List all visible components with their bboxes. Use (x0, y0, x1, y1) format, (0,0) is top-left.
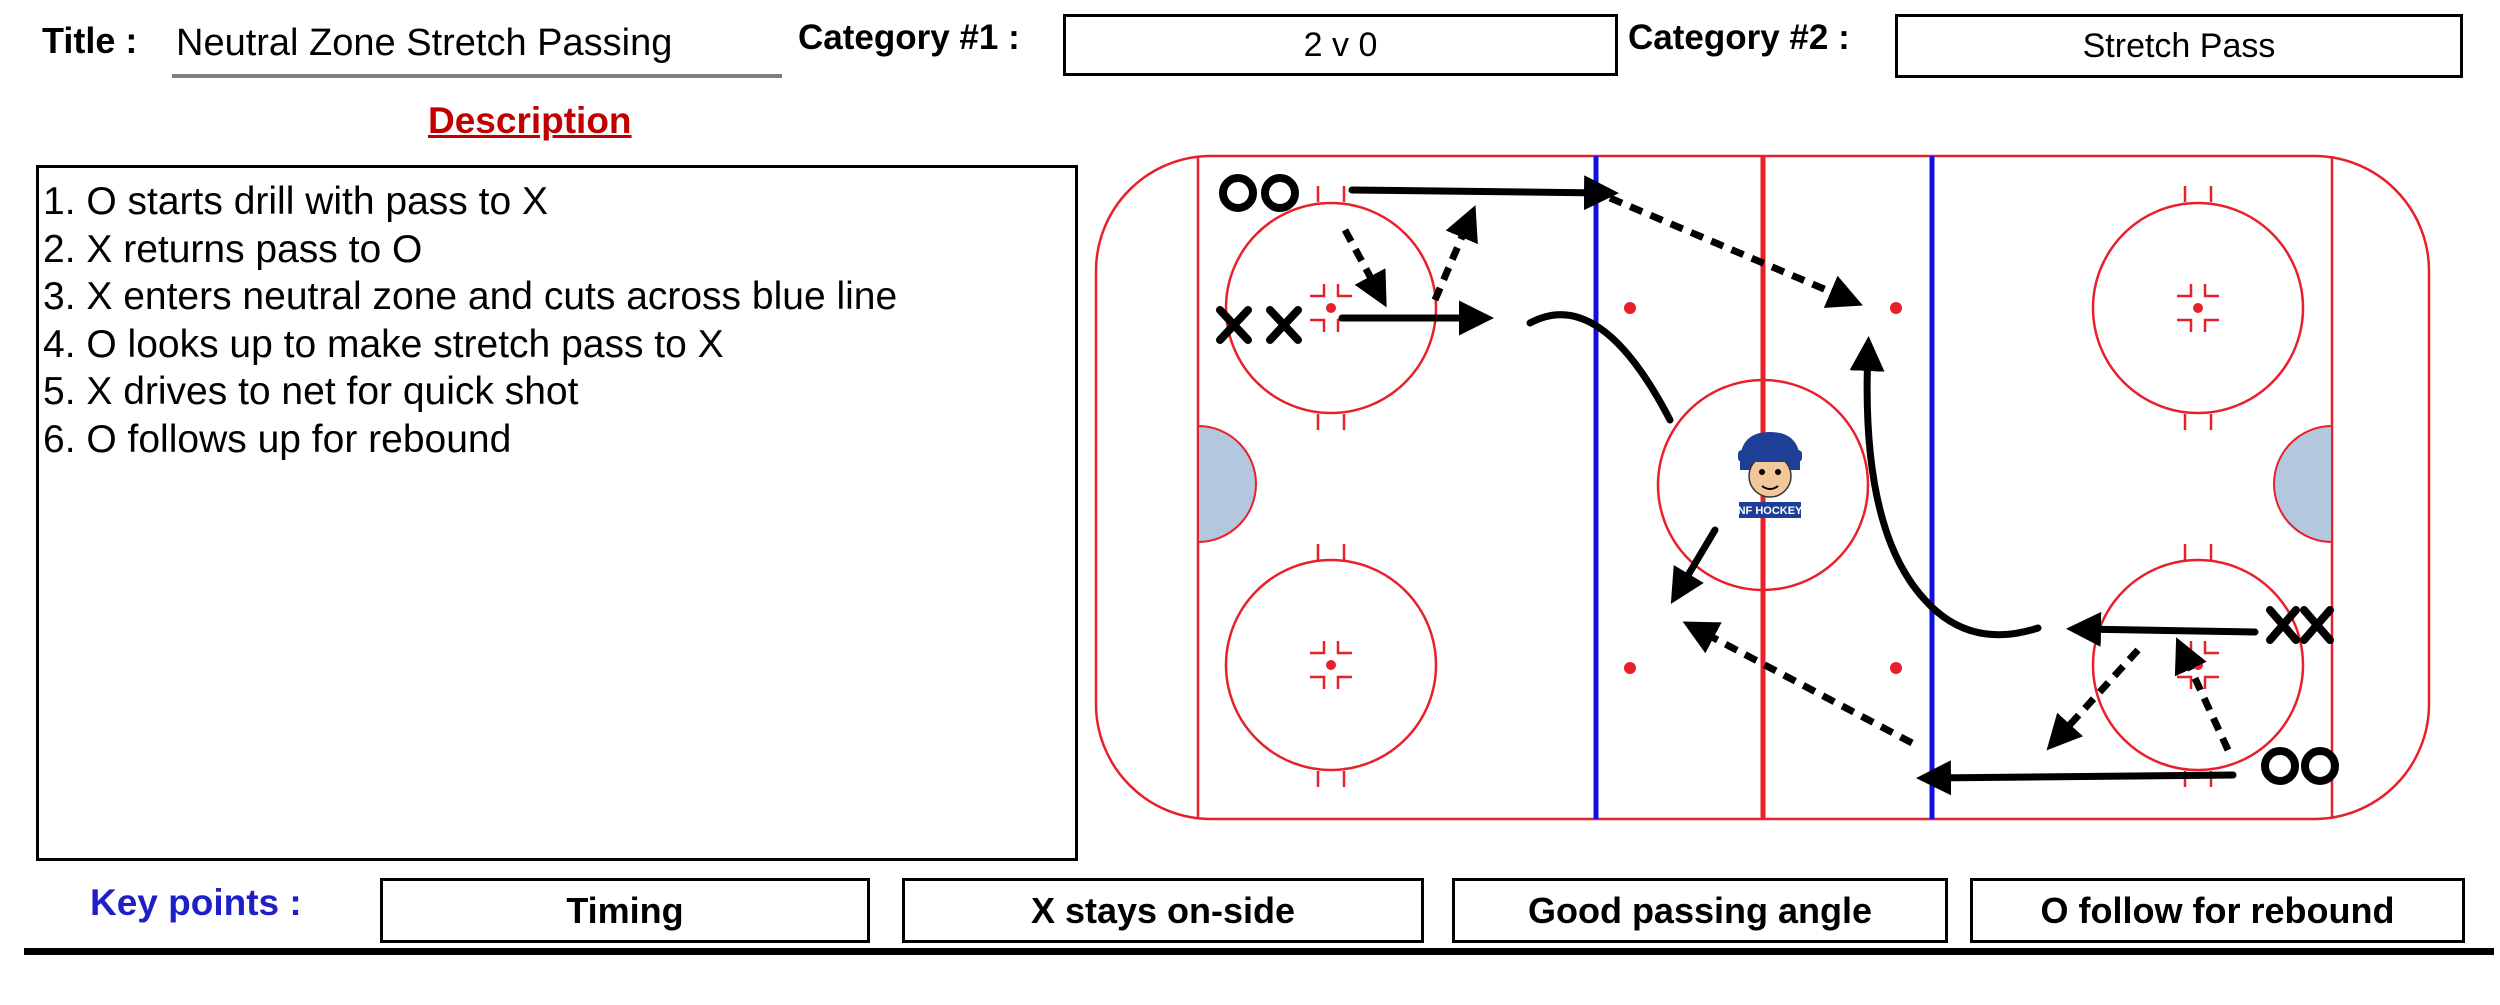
description-step: 5. X drives to net for quick shot (43, 370, 579, 413)
category1-field[interactable]: 2 v 0 (1063, 14, 1618, 76)
rink-diagram: NF HOCKEY (1094, 154, 2431, 821)
goal-crease-left (1197, 424, 1257, 544)
offense-player-o (1219, 174, 1257, 212)
description-step: 2. X returns pass to O (43, 227, 423, 271)
offense-player-o (2301, 747, 2339, 785)
offense-player-o (2261, 747, 2299, 785)
faceoff-circle (1224, 558, 1438, 772)
logo-text: NF HOCKEY (1738, 505, 1803, 517)
faceoff-circle (2091, 558, 2305, 772)
key-point-field[interactable]: O follow for rebound (1970, 878, 2465, 943)
forward-player-x (1266, 306, 1302, 344)
offense-player-o (1261, 174, 1299, 212)
description-step: 1. O starts drill with pass to X (43, 180, 549, 223)
description-list: 1. O starts drill with pass to X 2. X re… (43, 178, 1075, 463)
forward-player-x (2300, 606, 2334, 644)
key-points-label: Key points : (90, 882, 302, 923)
description-step: 4. O looks up to make stretch pass to X (43, 322, 724, 366)
title-label: Title : (42, 20, 138, 61)
forward-player-x (1216, 306, 1252, 344)
key-point-field[interactable]: Good passing angle (1452, 878, 1948, 943)
description-box[interactable]: 1. O starts drill with pass to X 2. X re… (36, 165, 1078, 861)
faceoff-circle (1224, 201, 1438, 415)
center-ice-logo: NF HOCKEY (1738, 432, 1803, 518)
forward-player-x (2266, 606, 2300, 644)
faceoff-circle (2091, 201, 2305, 415)
bottom-rule (24, 948, 2494, 955)
category2-label: Category #2 : (1628, 18, 1850, 57)
title-value[interactable]: Neutral Zone Stretch Passing (176, 22, 673, 64)
description-heading: Description (428, 100, 632, 141)
key-point-field[interactable]: X stays on-side (902, 878, 1424, 943)
category1-label: Category #1 : (798, 18, 1020, 57)
title-underline (172, 74, 782, 78)
description-step: 6. O follows up for rebound (43, 417, 512, 461)
description-step: 3. X enters neutral zone and cuts across… (43, 275, 898, 318)
goal-crease-right (2273, 424, 2333, 544)
category2-field[interactable]: Stretch Pass (1895, 14, 2463, 78)
key-point-field[interactable]: Timing (380, 878, 870, 943)
